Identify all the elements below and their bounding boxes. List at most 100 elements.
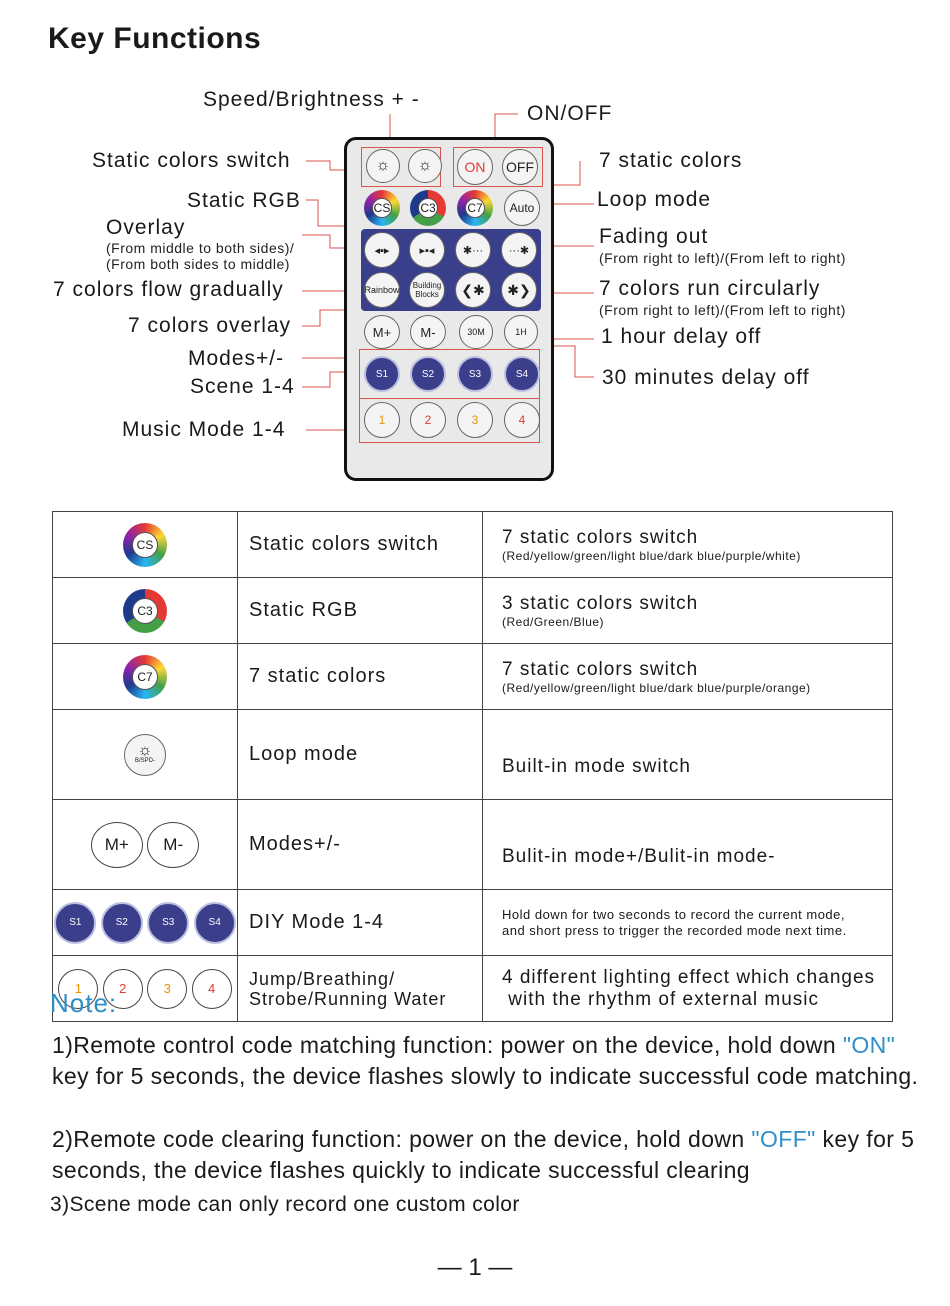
cs-button-label: CS [372, 198, 392, 218]
music-4-button[interactable]: 4 [504, 402, 540, 438]
desc-main: 7 static colors switch [502, 526, 699, 548]
function-desc: Bulit-in mode+/Bulit-in mode- [482, 799, 893, 890]
label-30-minutes-delay: 30 minutes delay off [602, 366, 810, 389]
icon-cell: C7 [52, 643, 238, 710]
note-item-2: 2)Remote code clearing function: power o… [52, 1124, 922, 1186]
music-3-icon: 3 [147, 968, 188, 1009]
cs-icon-label: CS [132, 531, 158, 558]
table-row: M+ M- Modes+/- Bulit-in mode+/Bulit-in m… [52, 799, 893, 890]
page-number: — 1 — [437, 1254, 513, 1281]
music-2-button[interactable]: 2 [410, 402, 446, 438]
note-1-text-b: key for 5 seconds, the device flashes sl… [52, 1063, 919, 1089]
note-2-key: "OFF" [751, 1126, 816, 1152]
label-run-circularly: 7 colors run circularly [599, 277, 821, 300]
run-left-button[interactable]: ❮✱ [455, 272, 491, 308]
music-4-icon: 4 [191, 968, 232, 1009]
music-1-button[interactable]: 1 [364, 402, 400, 438]
overlay-inward-button[interactable]: ▸▪◂ [409, 232, 445, 268]
fade-right-button[interactable]: ✱··· [455, 232, 491, 268]
label-fading-out-sub: (From right to left)/(From left to right… [599, 250, 846, 266]
icon-cell: C3 [52, 577, 238, 644]
timer-30m-button[interactable]: 30M [459, 315, 493, 349]
music-3-button[interactable]: 3 [457, 402, 493, 438]
c3-color-ring-icon: C3 [123, 588, 167, 633]
name-line-2: Strobe/Running Water [249, 988, 447, 1009]
auto-button[interactable]: Auto [504, 190, 540, 226]
brightness-plus-button[interactable]: ☼ [366, 149, 400, 183]
remote-control: ☼ ☼ ON OFF CS C3 C7 Auto ◂▪▸ ▸▪◂ ✱··· ··… [344, 137, 554, 481]
label-overlay: Overlay [106, 216, 186, 239]
cs-color-ring-icon: CS [123, 522, 167, 567]
icon-cell: CS [52, 511, 238, 578]
desc-line-2: with the rhythm of external music [502, 988, 819, 1010]
mode-plus-button[interactable]: M+ [364, 315, 400, 349]
fade-left-button[interactable]: ···✱ [501, 232, 537, 268]
function-name: Static colors switch [237, 511, 483, 578]
building-blocks-button[interactable]: Building Blocks [409, 272, 445, 308]
note-2-text-a: 2)Remote code clearing function: power o… [52, 1126, 752, 1152]
function-desc: Built-in mode switch [482, 709, 893, 800]
icon-cell: 1 2 3 4 [52, 955, 238, 1022]
note-item-3: 3)Scene mode can only record one custom … [50, 1193, 520, 1216]
run-right-button[interactable]: ✱❯ [501, 272, 537, 308]
label-static-rgb: Static RGB [187, 189, 301, 212]
timer-1h-button[interactable]: 1H [504, 315, 538, 349]
c7-icon-label: C7 [132, 663, 158, 690]
c7-button[interactable]: C7 [457, 190, 493, 226]
page-title: Key Functions [48, 22, 262, 55]
function-name: Modes+/- [237, 799, 483, 890]
function-table: CS Static colors switch 7 static colors … [52, 511, 893, 1022]
note-heading: Note: [50, 988, 118, 1018]
table-row: CS Static colors switch 7 static colors … [52, 511, 893, 578]
function-desc: 3 static colors switch (Red/Green/Blue) [482, 577, 893, 644]
table-row: C3 Static RGB 3 static colors switch (Re… [52, 577, 893, 644]
label-flow-gradually: 7 colors flow gradually [53, 278, 284, 301]
c3-button[interactable]: C3 [410, 190, 446, 226]
desc-sub: (Red/yellow/green/light blue/dark blue/p… [502, 680, 811, 695]
on-button[interactable]: ON [457, 149, 493, 185]
brightness-minus-button[interactable]: ☼ [408, 149, 442, 183]
table-row: C7 7 static colors 7 static colors switc… [52, 643, 893, 710]
cs-button[interactable]: CS [364, 190, 400, 226]
desc-sub: (Red/Green/Blue) [502, 614, 605, 629]
highlight-power [453, 147, 543, 187]
desc-line-2: and short press to trigger the recorded … [502, 922, 847, 938]
label-run-circularly-sub: (From right to left)/(From left to right… [599, 302, 846, 318]
scene-1-button[interactable]: S1 [364, 356, 400, 392]
callout-lines [302, 113, 594, 431]
brightness-icon: ☼B/SPD- [124, 733, 166, 776]
label-1-hour-delay: 1 hour delay off [601, 325, 762, 348]
label-7-static-colors: 7 static colors [599, 149, 743, 172]
function-name: DIY Mode 1-4 [237, 889, 483, 956]
function-desc: 7 static colors switch (Red/yellow/green… [482, 511, 893, 578]
function-desc: 4 different lighting effect which change… [482, 955, 893, 1022]
c7-button-label: C7 [465, 198, 485, 218]
mode-minus-icon: M- [147, 821, 200, 868]
desc-line-1: Hold down for two seconds to record the … [502, 906, 845, 922]
rainbow-button[interactable]: Rainbow [364, 272, 400, 308]
scene-3-button[interactable]: S3 [457, 356, 493, 392]
overlay-button[interactable]: ◂▪▸ [364, 232, 400, 268]
icon-cell: S1 S2 S3 S4 [52, 889, 238, 956]
blocks-label: Blocks [415, 290, 439, 299]
scene-4-button[interactable]: S4 [504, 356, 540, 392]
scene-2-icon: S2 [100, 901, 143, 944]
label-fading-out: Fading out [599, 225, 709, 248]
scene-2-button[interactable]: S2 [410, 356, 446, 392]
label-music-mode: Music Mode 1-4 [122, 418, 286, 441]
desc-line-1: 4 different lighting effect which change… [502, 966, 876, 988]
label-on-off: ON/OFF [527, 102, 613, 125]
music-1-icon: 1 [58, 968, 99, 1009]
note-item-1: 1)Remote control code matching function:… [52, 1030, 922, 1092]
label-loop-mode: Loop mode [597, 188, 712, 211]
function-desc: 7 static colors switch (Red/yellow/green… [482, 643, 893, 710]
off-button[interactable]: OFF [502, 149, 538, 185]
label-scene: Scene 1-4 [190, 375, 295, 398]
mode-minus-button[interactable]: M- [410, 315, 446, 349]
label-speed-brightness: Speed/Brightness + - [203, 88, 420, 111]
function-name: 7 static colors [237, 643, 483, 710]
note-1-key: "ON" [842, 1032, 896, 1058]
mode-plus-icon: M+ [90, 821, 143, 868]
icon-cell: M+ M- [52, 799, 238, 890]
desc-main: 7 static colors switch [502, 658, 699, 680]
